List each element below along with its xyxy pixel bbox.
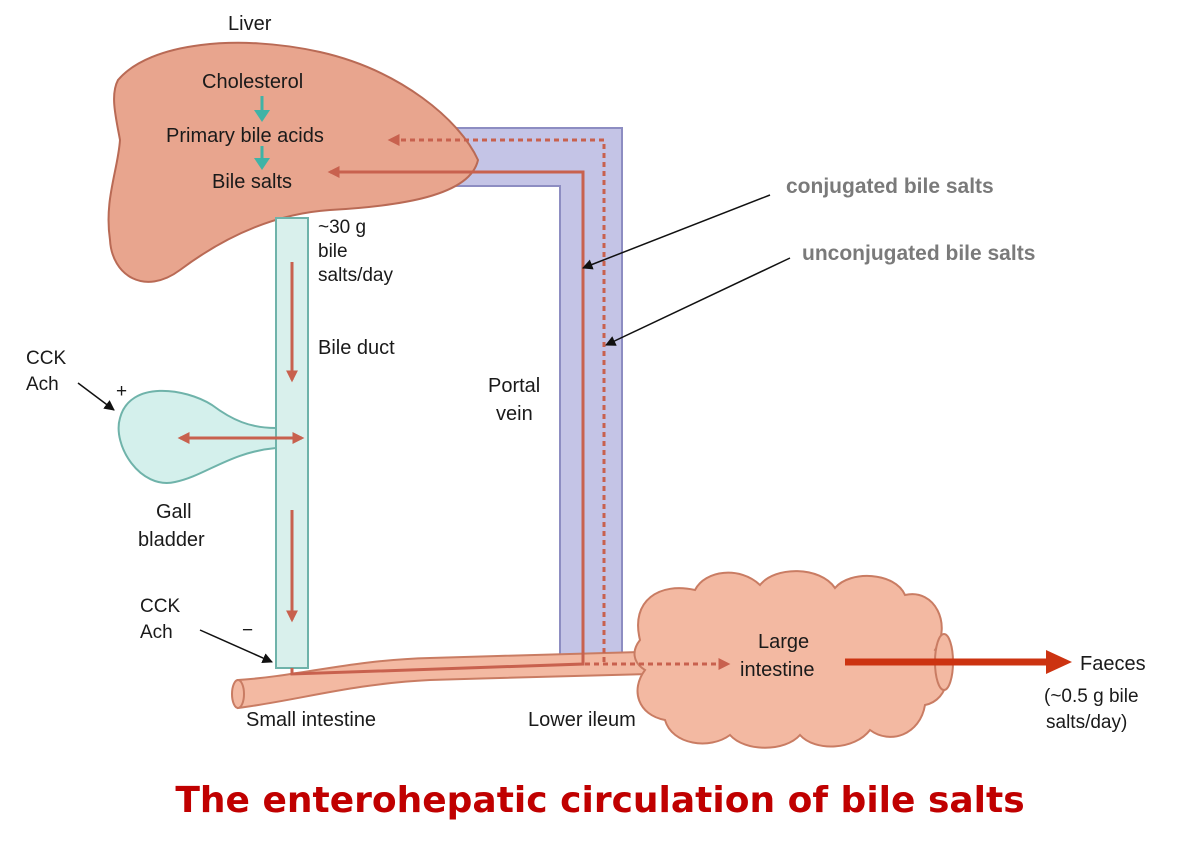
primary-bile-acids-label: Primary bile acids: [166, 125, 324, 147]
bile-amount-line-2: bile: [318, 241, 348, 262]
bile-salts-label: Bile salts: [212, 171, 292, 193]
minus-sign: −: [242, 620, 253, 641]
large-intestine: [633, 570, 949, 749]
plus-sign: +: [116, 381, 127, 402]
bile-duct-label: Bile duct: [318, 337, 395, 359]
gall-bladder-line-1: Gall: [156, 501, 192, 523]
faeces-amount-line-2: salts/day): [1046, 712, 1127, 733]
pointer-cck-top: [77, 382, 115, 411]
unconjugated-flow-line: [387, 134, 606, 662]
portal-vein-line-2: vein: [496, 403, 533, 425]
faeces-amount-line-1: (~0.5 g bile: [1044, 686, 1139, 707]
conjugated-flow-line: [290, 166, 585, 676]
small-intestine-end: [231, 679, 245, 709]
pointer-conjugated: [582, 194, 771, 270]
faeces-arrowhead: [1046, 650, 1072, 674]
liver-shape: [107, 41, 480, 283]
cck-bottom-line-1: CCK: [140, 596, 180, 617]
diagram-title: The enterohepatic circulation of bile sa…: [175, 780, 1024, 821]
cck-bottom-line-2: Ach: [140, 622, 173, 643]
cck-top-line-1: CCK: [26, 348, 66, 369]
faeces-label: Faeces: [1080, 653, 1146, 675]
portal-vein-line-1: Portal: [488, 375, 540, 397]
liver-label: Liver: [228, 13, 272, 35]
lower-ileum-label: Lower ileum: [528, 709, 636, 731]
teal-arrowhead-2: [254, 158, 270, 170]
small-intestine-label: Small intestine: [246, 709, 376, 731]
cck-top-line-2: Ach: [26, 374, 59, 395]
bile-amount-line-1: ~30 g: [318, 217, 366, 238]
teal-arrowhead-1: [254, 110, 270, 122]
bile-amount-line-3: salts/day: [318, 265, 393, 286]
large-intestine-line-2: intestine: [740, 659, 815, 681]
conjugated-label: conjugated bile salts: [786, 175, 994, 198]
cholesterol-label: Cholesterol: [202, 71, 303, 93]
pointer-cck-bottom: [199, 629, 273, 663]
pointer-unconjugated: [605, 257, 791, 346]
large-intestine-line-1: Large: [758, 631, 809, 653]
gall-bladder-line-2: bladder: [138, 529, 205, 551]
unconjugated-label: unconjugated bile salts: [802, 242, 1035, 265]
